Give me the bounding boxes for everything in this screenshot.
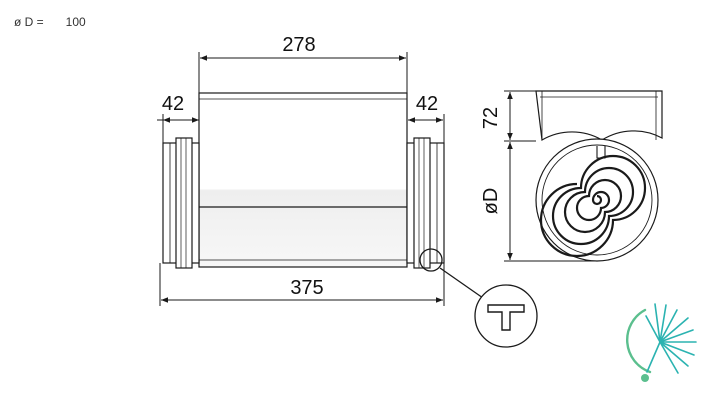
diameter-spec-label: ø D =: [14, 15, 44, 29]
dimension-diameter: [504, 142, 597, 262]
duct-heater-body: [198, 92, 408, 268]
dimension-top-length: [198, 52, 408, 93]
spiral-element-icon: [539, 154, 647, 258]
left-spigot: [162, 137, 200, 269]
dimension-right-spigot: [408, 114, 445, 143]
dim-label-375: 375: [290, 277, 323, 299]
dim-label-72: 72: [480, 107, 502, 129]
terminal-box: [535, 90, 663, 141]
end-view: [504, 90, 663, 262]
right-spigot: [406, 137, 445, 269]
heater-coil-face: [535, 138, 659, 262]
dim-label-diameter: øD: [480, 188, 502, 215]
diameter-spec: ø D = 100: [14, 15, 86, 29]
t-profile-detail-icon: [487, 304, 525, 331]
dim-label-42-right: 42: [416, 93, 438, 115]
dim-label-42-left: 42: [162, 93, 184, 115]
dandelion-logo-icon: [625, 303, 697, 382]
side-view: [157, 52, 538, 348]
dimension-left-spigot: [157, 93, 200, 143]
diameter-spec-value: 100: [65, 15, 86, 29]
dimension-height-offset: [504, 90, 536, 142]
dim-label-278: 278: [282, 34, 315, 56]
detail-callout: [419, 248, 538, 348]
